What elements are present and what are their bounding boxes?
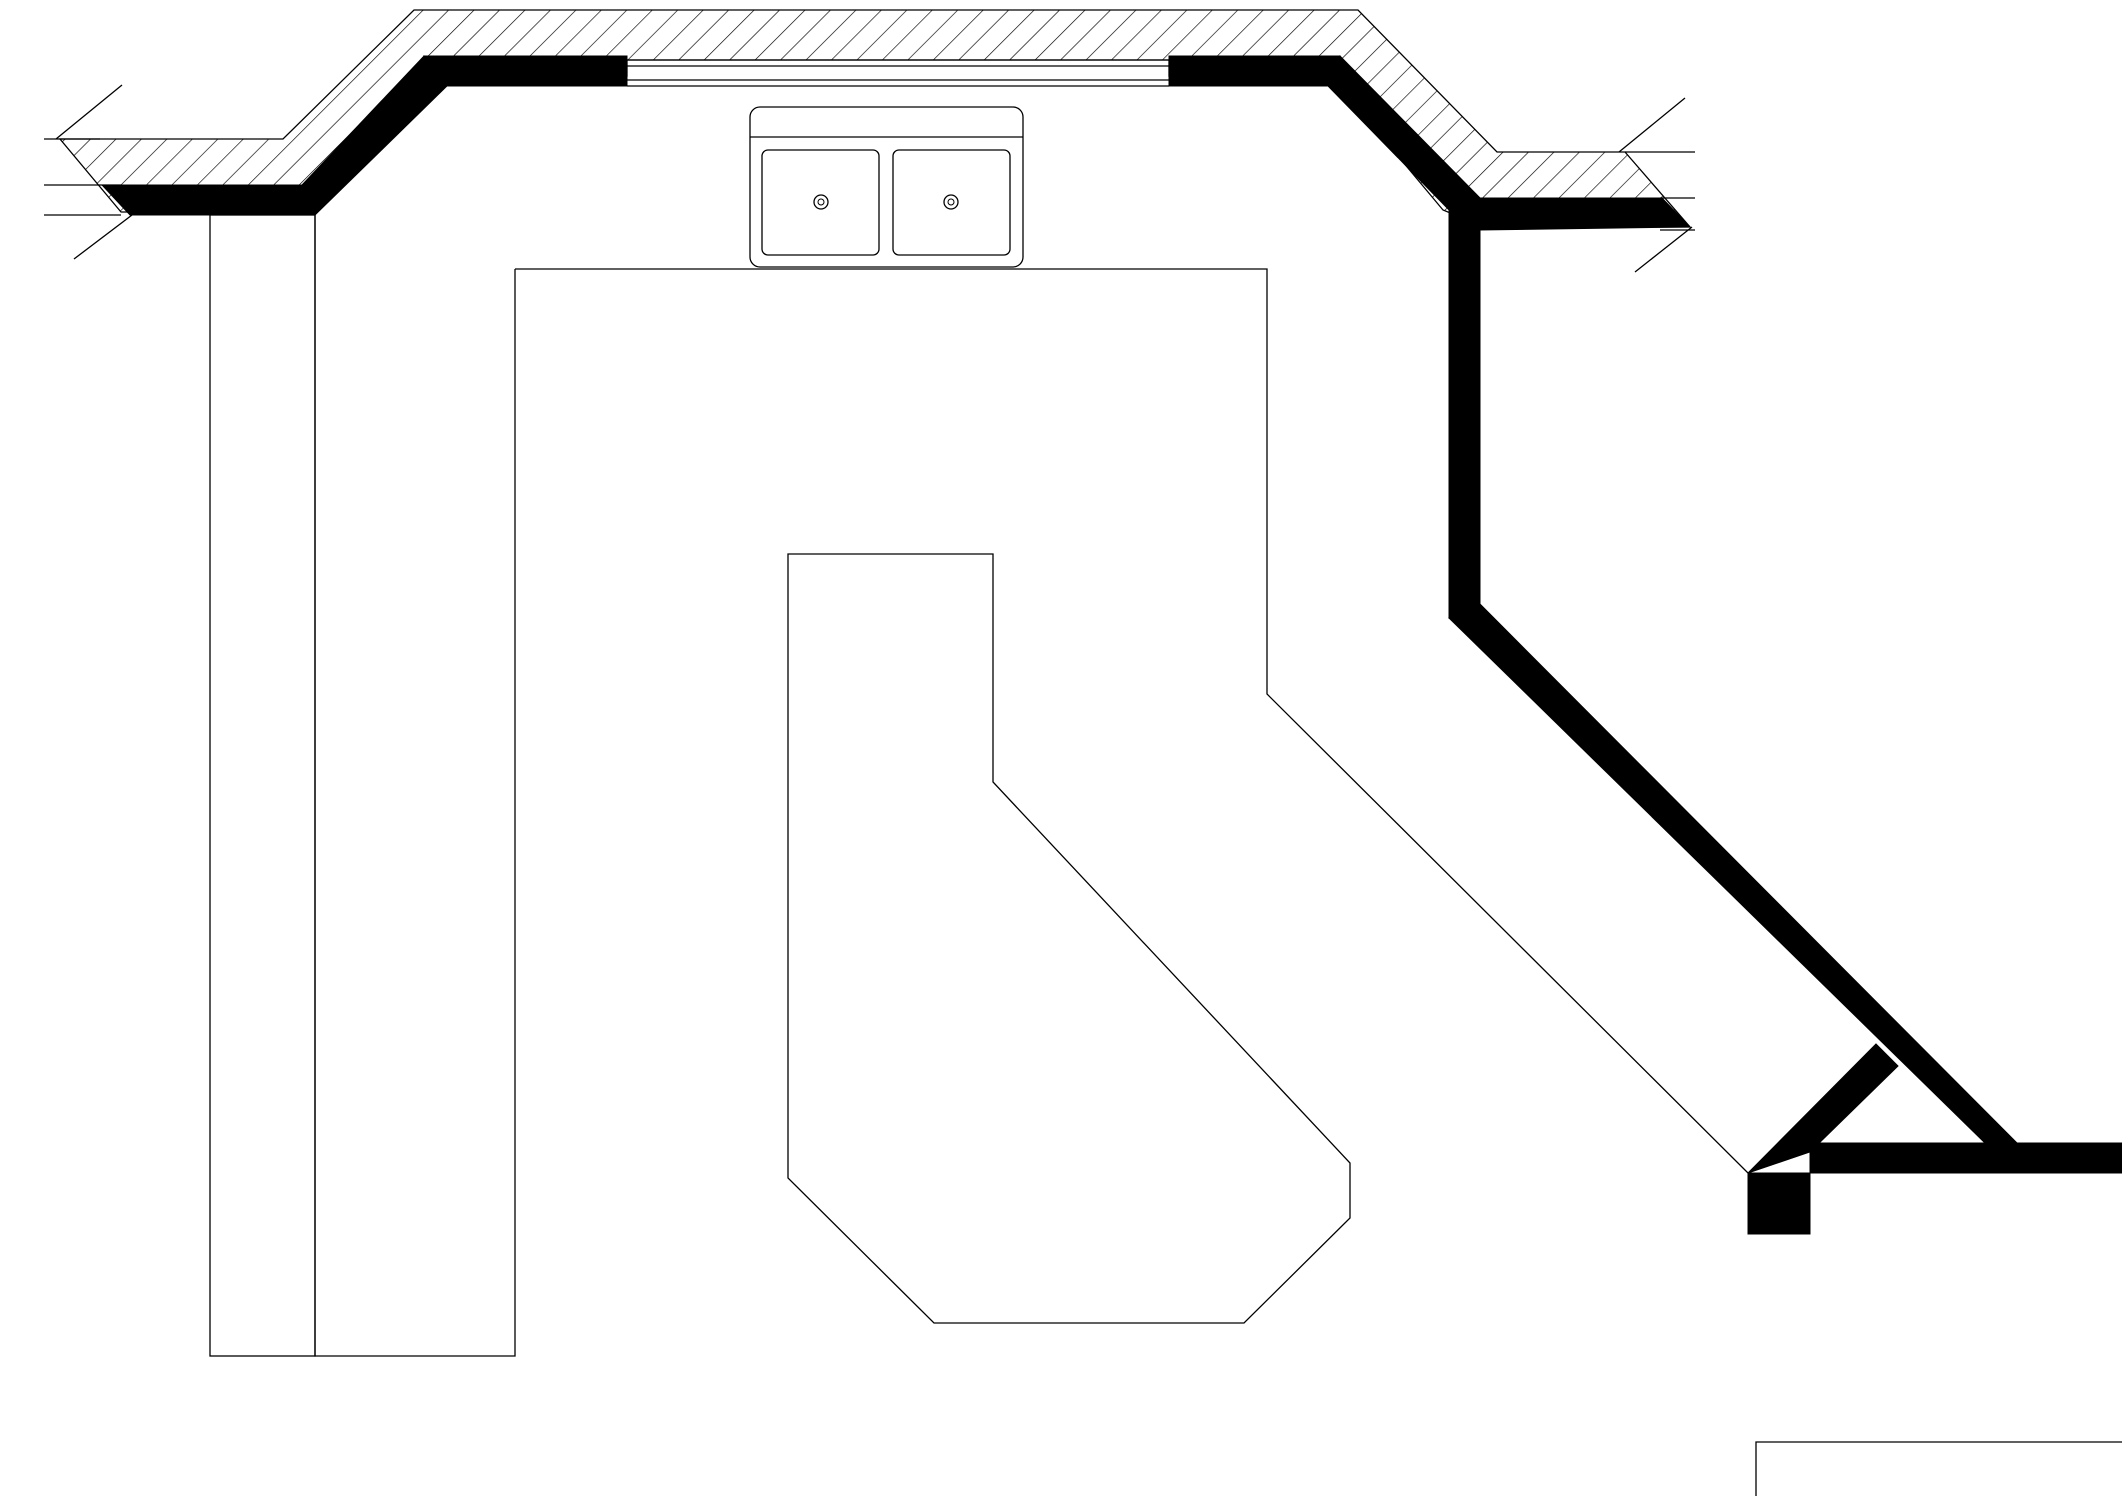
drain-right [943, 194, 959, 210]
sink-basin-left [761, 149, 880, 256]
window [627, 59, 1169, 87]
break-lines [44, 84, 1695, 273]
double-sink [749, 106, 1024, 268]
kitchen-island [787, 553, 1351, 1324]
drain-left [813, 194, 829, 210]
sink-outline [749, 106, 1024, 268]
wall-left-stub [100, 184, 316, 216]
main-counter [515, 268, 1749, 1174]
wall-bottom-right [1809, 1142, 2122, 1174]
wall-right-stub [1479, 197, 1692, 231]
wall-return-diagonal [1747, 1043, 1899, 1174]
wall-segments [100, 55, 2122, 1235]
sink-basin-right [892, 149, 1011, 256]
left-counter [209, 214, 516, 1357]
wall-right-vertical [1448, 209, 1481, 619]
wall-long-diagonal [1448, 603, 2021, 1146]
cabinet-outline-bottom-right [1755, 1441, 2122, 1496]
wall-end-block [1747, 1172, 1811, 1235]
wall-top-right [1168, 55, 1341, 87]
wall-top-left [422, 55, 628, 87]
